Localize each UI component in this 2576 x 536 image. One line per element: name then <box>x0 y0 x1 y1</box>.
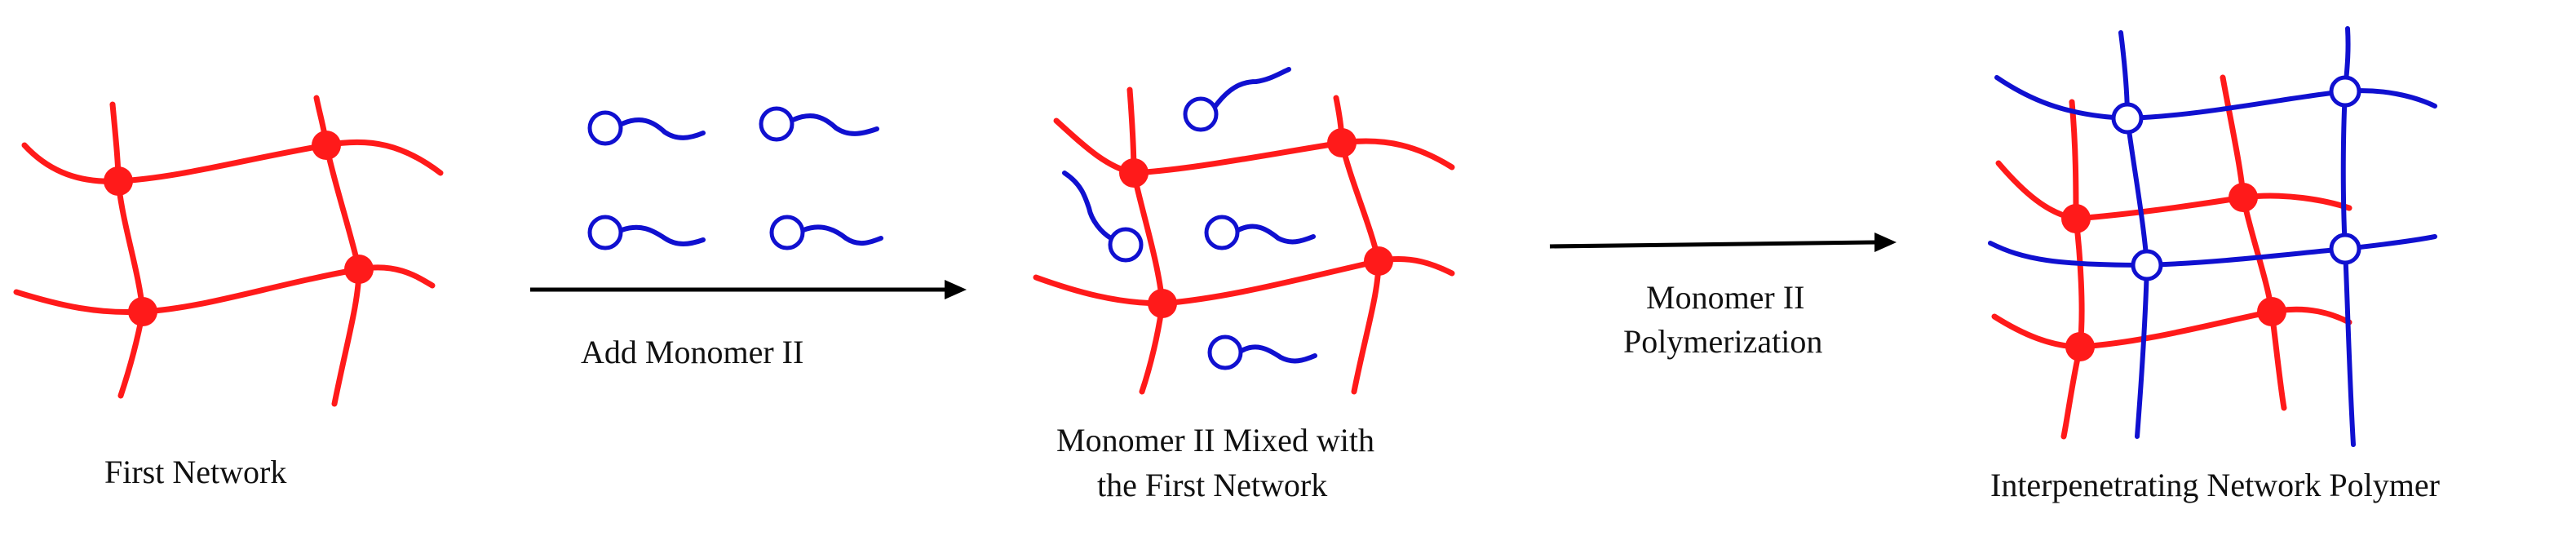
monomer <box>1204 215 1316 250</box>
add-monomer-arrow <box>530 280 967 299</box>
monomer <box>1183 67 1291 132</box>
first-network-panel: First Network <box>13 95 444 490</box>
monomer <box>1207 334 1317 370</box>
crosslink-node <box>1148 289 1177 318</box>
crosslink-node <box>344 255 374 284</box>
mixed-panel: Monomer II Mixed with the First Network <box>1033 67 1455 503</box>
first-network-strands <box>13 95 444 407</box>
crosslink-node <box>312 131 341 160</box>
mixed-label-line1: Monomer II Mixed with <box>1056 422 1374 458</box>
first-network-crosslinks <box>104 131 374 326</box>
crosslink-node <box>2065 332 2095 361</box>
mixed-network-strands <box>1033 86 1455 395</box>
ipn-blue-network <box>1988 26 2437 447</box>
monomer <box>587 215 706 250</box>
mixed-monomers <box>1062 67 1317 370</box>
ipn-red-crosslinks <box>2061 183 2286 361</box>
crosslink-node <box>2131 249 2163 281</box>
mixed-label-line2: the First Network <box>1097 467 1327 503</box>
crosslink-node <box>2229 183 2258 212</box>
crosslink-node <box>2329 75 2361 108</box>
ipn-blue-crosslinks <box>2111 75 2361 281</box>
ipn-label: Interpenetrating Network Polymer <box>1990 467 2440 503</box>
ipn-red-network <box>1991 74 2352 440</box>
crosslink-node <box>2111 102 2144 135</box>
ipn-panel: Interpenetrating Network Polymer <box>1988 26 2440 503</box>
monomer <box>759 106 879 142</box>
add-monomer-label: Add Monomer II <box>581 334 803 370</box>
crosslink-node <box>1327 128 1357 157</box>
monomer <box>769 215 883 250</box>
crosslink-node <box>128 297 157 326</box>
crosslink-node <box>2257 297 2286 326</box>
mixed-network-crosslinks <box>1119 128 1393 318</box>
polymerization-label-line1: Monomer II <box>1646 279 1804 316</box>
polymerization-label-line2: Polymerization <box>1623 323 1822 360</box>
crosslink-node <box>1364 246 1393 276</box>
monomer <box>587 110 706 146</box>
monomer <box>1062 171 1144 263</box>
crosslink-node <box>1119 158 1149 188</box>
first-network-label: First Network <box>104 454 286 490</box>
crosslink-node <box>104 166 133 196</box>
monomer-group <box>587 106 883 250</box>
crosslink-node <box>2329 233 2361 265</box>
polymerization-arrow <box>1549 233 1897 252</box>
crosslink-node <box>2061 204 2091 233</box>
